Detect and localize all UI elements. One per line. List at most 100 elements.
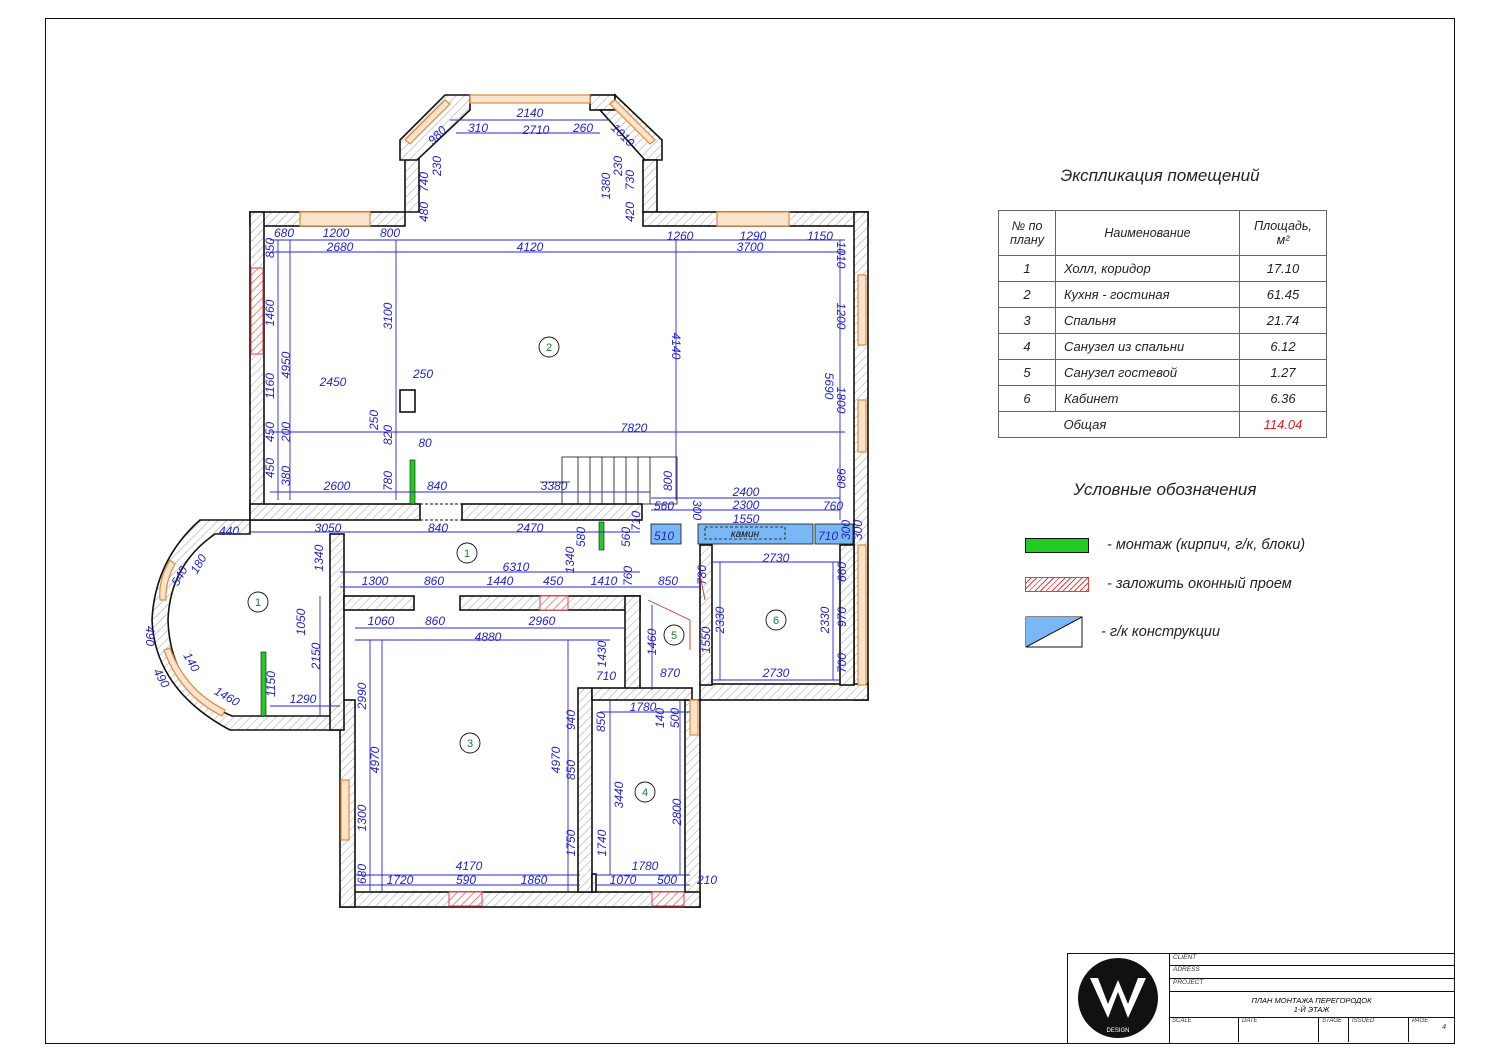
dim-text: 450 (543, 574, 563, 588)
dim-text: 800 (380, 226, 400, 240)
row-name: Холл, коридор (1055, 255, 1240, 282)
row-area: 61.45 (1239, 281, 1327, 308)
dim-text: 7820 (621, 421, 648, 435)
dim-text: 850 (263, 238, 277, 258)
legend-title: Условные обозначения (1073, 480, 1257, 499)
dim-text: 1410 (591, 574, 618, 588)
room-number: 1 (255, 597, 261, 609)
red-hatch-swatch (1025, 576, 1089, 592)
scale-cell: SCALE (1169, 1018, 1239, 1042)
dim-text: 310 (468, 121, 488, 135)
date-cell: DATE (1239, 1018, 1319, 1042)
adress-row: ADRESS (1169, 966, 1454, 979)
dim-text: 2990 (355, 682, 369, 710)
row-name: Санузел из спальни (1055, 333, 1240, 360)
doors (415, 503, 706, 650)
row-name: Кабинет (1055, 385, 1240, 412)
header-area: Площадь, м² (1239, 210, 1327, 256)
dim-text: 4950 (279, 351, 293, 378)
dim-text: 740 (417, 172, 431, 192)
dim-text: 590 (456, 873, 476, 887)
dim-text: 2710 (522, 123, 550, 137)
green-swatch (1025, 537, 1089, 553)
dim-text: 4120 (517, 240, 544, 254)
dimension-lines (250, 119, 845, 892)
dim-text: 1440 (487, 574, 514, 588)
dim-text: 1060 (368, 614, 395, 628)
dim-text: 730 (623, 170, 637, 190)
dim-text: 4880 (475, 630, 502, 644)
dim-text: 2730 (762, 551, 790, 565)
client-row: CLIENT (1169, 954, 1454, 966)
dim-text: 500 (668, 708, 682, 728)
room-number: 1 (464, 548, 470, 560)
dim-text: 1340 (563, 546, 577, 573)
table-row: 4 Санузел из спальни 6.12 (998, 333, 1327, 360)
project-row: PROJECT (1169, 979, 1454, 992)
drywall-constructions: камин (650, 523, 854, 545)
staircase (540, 456, 678, 505)
title-line-2: 1-Й ЭТАЖ (1293, 1005, 1330, 1014)
row-area: 17.10 (1239, 255, 1327, 282)
dim-text: 1550 (699, 626, 713, 653)
dim-text: 2730 (762, 666, 790, 680)
dim-text: 230 (611, 156, 625, 177)
dim-text: 1380 (599, 172, 613, 199)
dim-text: 2600 (323, 479, 351, 493)
row-num-empty (998, 411, 1056, 438)
room-number: 6 (773, 615, 779, 627)
title-block: DESIGN CLIENT ADRESS PROJECT ПЛАН МОНТАЖ… (1067, 953, 1455, 1044)
dim-text: 380 (279, 466, 293, 486)
dim-text: 5690 (822, 373, 836, 400)
row-area: 1.27 (1239, 359, 1327, 386)
dim-text: 2800 (670, 798, 684, 826)
dim-text: 680 (274, 226, 294, 240)
dim-text: 1800 (834, 387, 848, 414)
row-area: 21.74 (1239, 307, 1327, 334)
dim-text: 490 (143, 626, 157, 646)
dim-text: 1150 (807, 229, 833, 243)
dim-text: 300 (851, 520, 865, 540)
dim-text: 1860 (521, 873, 548, 887)
dim-text: 1300 (362, 574, 389, 588)
dim-text: 560 (654, 499, 674, 513)
dim-text: 300 (839, 520, 853, 540)
windows (159, 94, 867, 841)
dim-text: 80 (418, 436, 432, 450)
drawing-title: ПЛАН МОНТАЖА ПЕРЕГОРОДОК 1-Й ЭТАЖ (1169, 992, 1454, 1018)
new-masonry (260, 459, 605, 717)
total-label: Общая (1055, 411, 1240, 438)
dim-text: 850 (564, 760, 578, 780)
header-num: № по плану (998, 210, 1056, 256)
legend-label: - г/к конструкции (1101, 624, 1221, 640)
dim-text: 2300 (732, 498, 760, 512)
dim-text: 2960 (528, 614, 556, 628)
dim-text: 1150 (264, 671, 278, 697)
dim-text: 1050 (294, 608, 308, 635)
row-name: Спальня (1055, 307, 1240, 334)
issued-cell: ISSUED (1349, 1018, 1409, 1042)
logo-text: DESIGN (1106, 1028, 1129, 1034)
dim-text: 1160 (263, 373, 277, 399)
row-num: 1 (998, 255, 1056, 282)
dim-text: 780 (381, 471, 395, 491)
sheet-frame (45, 18, 1455, 1044)
page-label: PAGE (1412, 1018, 1429, 1024)
room-number: 4 (642, 787, 648, 799)
dim-text: 3050 (315, 521, 342, 535)
dim-text: 1070 (610, 873, 637, 887)
blue-triangle-swatch (1025, 616, 1083, 648)
header-name: Наименование (1055, 210, 1240, 256)
dim-text: 1720 (387, 873, 414, 887)
dim-text: 250 (367, 410, 381, 431)
table-header-row: № по плану Наименование Площадь, м² (998, 210, 1327, 256)
dim-text: 700 (835, 653, 849, 673)
dim-text: 2330 (818, 606, 832, 634)
dim-text: 840 (427, 479, 447, 493)
dim-text: 210 (696, 873, 717, 887)
dim-text: 760 (621, 566, 635, 586)
row-name: Кухня - гостиная (1055, 281, 1240, 308)
dim-text: 420 (623, 202, 637, 222)
legend-item-window-fill: - заложить оконный проем (1025, 576, 1292, 592)
